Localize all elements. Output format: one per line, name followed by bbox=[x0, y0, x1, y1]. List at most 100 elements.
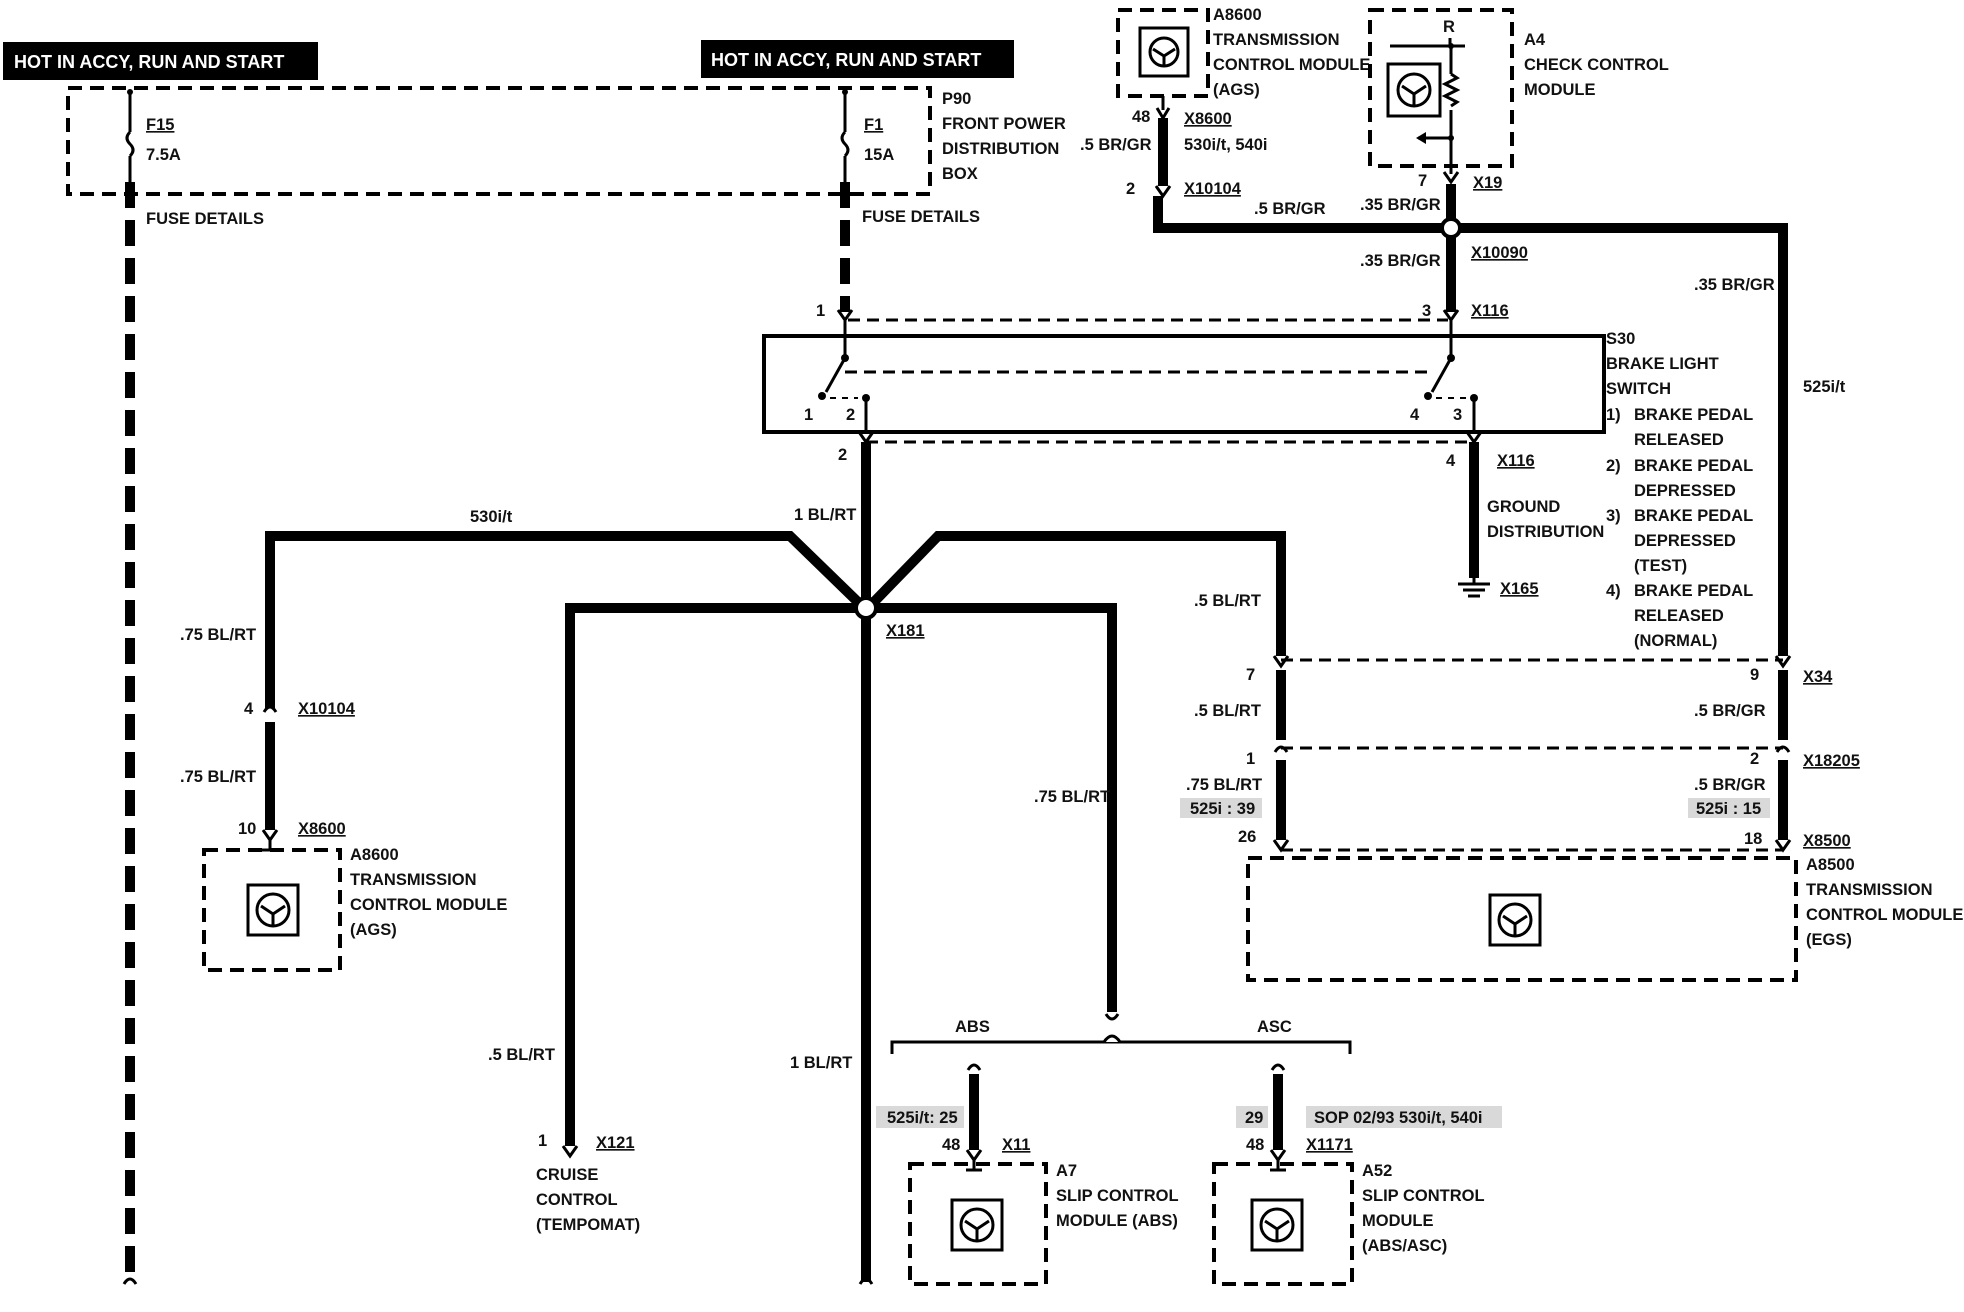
resistor-icon bbox=[1441, 72, 1461, 108]
switch-name-2: SWITCH bbox=[1606, 380, 1671, 398]
x181-lower-wire: 1 BL/RT bbox=[790, 1054, 852, 1072]
check-control-wire: .35 BR/GR bbox=[1360, 196, 1441, 214]
fuse-f1-rating: 15A bbox=[864, 146, 894, 164]
banner-right: HOT IN ACCY, RUN AND START bbox=[701, 40, 1014, 78]
asc-note-pin: 29 bbox=[1245, 1109, 1263, 1127]
x10090-label: X10090 bbox=[1471, 244, 1528, 262]
abs-name-1: SLIP CONTROL bbox=[1056, 1187, 1179, 1205]
asc-module: A52 SLIP CONTROL MODULE (ABS/ASC) bbox=[1212, 1162, 1485, 1286]
top-ags-wire: .5 BR/GR bbox=[1080, 136, 1152, 154]
abs-label: ABS bbox=[955, 1018, 990, 1036]
egs-pin-2: 2 bbox=[1750, 750, 1759, 768]
abs-name-2: MODULE (ABS) bbox=[1056, 1212, 1178, 1230]
top-ags-connector-note: 530i/t, 540i bbox=[1184, 136, 1267, 154]
check-control-pin: 7 bbox=[1418, 172, 1427, 190]
asc-pin: 48 bbox=[1246, 1136, 1264, 1154]
asc-connector: X1171 bbox=[1306, 1136, 1353, 1154]
abs-module: A7 SLIP CONTROL MODULE (ABS) bbox=[908, 1162, 1179, 1286]
abs-connector: X11 bbox=[1002, 1136, 1030, 1154]
switch-name-1: BRAKE LIGHT bbox=[1606, 355, 1719, 373]
egs-name-1: TRANSMISSION bbox=[1806, 881, 1933, 899]
wire-top-ags-to-x10090 bbox=[1153, 196, 1452, 233]
top-ags-module: A8600 TRANSMISSION CONTROL MODULE (AGS) bbox=[1116, 6, 1370, 99]
switch-note-2-line-2: DEPRESSED bbox=[1634, 482, 1736, 500]
fuse-details-right: FUSE DETAILS bbox=[862, 208, 980, 226]
egs-connector-x34: X34 bbox=[1803, 668, 1833, 686]
switch-note-3-line-2: DEPRESSED bbox=[1634, 532, 1736, 550]
cruise-name-2: CONTROL bbox=[536, 1191, 618, 1209]
top-ags-name-3: (AGS) bbox=[1213, 81, 1260, 99]
switch-note-3-num: 3) bbox=[1606, 507, 1621, 525]
switch-note-3-line-3: (TEST) bbox=[1634, 557, 1687, 575]
fuse-details-left: FUSE DETAILS bbox=[146, 210, 264, 228]
egs-note-right: 525i : 15 bbox=[1696, 800, 1761, 818]
left-ags-module: A8600 TRANSMISSION CONTROL MODULE (AGS) bbox=[202, 846, 507, 972]
abs-id: A7 bbox=[1056, 1162, 1077, 1180]
fuse-f1-icon bbox=[840, 130, 850, 158]
cruise-wire: .5 BL/RT bbox=[488, 1046, 555, 1064]
egs-pin-18: 18 bbox=[1744, 830, 1762, 848]
egs-connector-x18205: X18205 bbox=[1803, 752, 1860, 770]
ground-id: X165 bbox=[1500, 580, 1539, 598]
switch-inner-2: 2 bbox=[846, 406, 855, 424]
switch-id: S30 bbox=[1606, 330, 1635, 348]
svg-text:HOT IN ACCY, RUN AND START: HOT IN ACCY, RUN AND START bbox=[711, 50, 981, 70]
switch-inner-3: 3 bbox=[1453, 406, 1462, 424]
egs-wire-b-right: .5 BR/GR bbox=[1694, 702, 1766, 720]
wire-x181-bus bbox=[565, 603, 1117, 1146]
ground-label-1: GROUND bbox=[1487, 498, 1560, 516]
egs-id: A8500 bbox=[1806, 856, 1855, 874]
egs-connector: X8500 bbox=[1803, 832, 1851, 850]
switch-note-3-line-1: BRAKE PEDAL bbox=[1634, 507, 1753, 525]
top-ags-pin: 48 bbox=[1132, 108, 1150, 126]
left-ags-name-1: TRANSMISSION bbox=[350, 871, 477, 889]
cruise-name-1: CRUISE bbox=[536, 1166, 598, 1184]
x116-bottom-connector: X116 bbox=[1497, 452, 1535, 470]
switch-note-1-line-1: BRAKE PEDAL bbox=[1634, 406, 1753, 424]
continuation-mark-center bbox=[858, 1277, 874, 1285]
x116-bottom-pin-4: 4 bbox=[1446, 452, 1456, 470]
x10090-right-note: 525i/t bbox=[1803, 378, 1846, 396]
x116-top-pin-3: 3 bbox=[1422, 302, 1431, 320]
asc-label: ASC bbox=[1257, 1018, 1292, 1036]
egs-name-3: (EGS) bbox=[1806, 931, 1852, 949]
left-ags-name-2: CONTROL MODULE bbox=[350, 896, 507, 914]
left-ags-id: A8600 bbox=[350, 846, 399, 864]
switch-inner-4: 4 bbox=[1410, 406, 1420, 424]
splice-x10090 bbox=[1440, 217, 1462, 239]
fuse-f1-label: F1 bbox=[864, 116, 883, 134]
top-ags-name-2: CONTROL MODULE bbox=[1213, 56, 1370, 74]
check-control-id: A4 bbox=[1524, 31, 1546, 49]
cruise-name-3: (TEMPOMAT) bbox=[536, 1216, 640, 1234]
x116-top-connector: X116 bbox=[1471, 302, 1509, 320]
switch-note-4-line-2: RELEASED bbox=[1634, 607, 1724, 625]
left-ags-pin: 10 bbox=[238, 820, 256, 838]
check-control-module: R A4 CHECK CONTROL MODULE bbox=[1368, 8, 1669, 168]
switch-note-2-line-1: BRAKE PEDAL bbox=[1634, 457, 1753, 475]
egs-wire-b: .5 BL/RT bbox=[1194, 702, 1261, 720]
cruise-connector: X121 bbox=[596, 1134, 635, 1152]
check-control-name-2: MODULE bbox=[1524, 81, 1596, 99]
egs-wire-a: .5 BL/RT bbox=[1194, 592, 1261, 610]
left-ags-wire-top: .75 BL/RT bbox=[180, 626, 256, 644]
top-ags-run-wire: .5 BR/GR bbox=[1254, 200, 1326, 218]
egs-pin-9: 9 bbox=[1750, 666, 1759, 684]
x181-left-wire: 530i/t bbox=[470, 508, 513, 526]
abs-asc-bracket bbox=[890, 1040, 1352, 1054]
main-wire-label: 1 BL/RT bbox=[794, 506, 856, 524]
left-ags-pin-splice: 4 bbox=[244, 700, 254, 718]
fuse-f15-icon bbox=[125, 130, 135, 158]
x116-bottom-pin-2: 2 bbox=[838, 446, 847, 464]
top-ags-splice: X10104 bbox=[1184, 180, 1242, 198]
switch-note-4-line-1: BRAKE PEDAL bbox=[1634, 582, 1753, 600]
asc-name-3: (ABS/ASC) bbox=[1362, 1237, 1447, 1255]
left-ags-name-3: (AGS) bbox=[350, 921, 397, 939]
switch-note-4-num: 4) bbox=[1606, 582, 1621, 600]
fuse-f15-label: F15 bbox=[146, 116, 174, 134]
splice-x181 bbox=[854, 596, 878, 620]
fusebox-name-2: DISTRIBUTION bbox=[942, 140, 1059, 158]
abs-pin: 48 bbox=[942, 1136, 960, 1154]
wire-to-left-ags bbox=[265, 531, 864, 708]
asc-note: SOP 02/93 530i/t, 540i bbox=[1314, 1109, 1482, 1127]
